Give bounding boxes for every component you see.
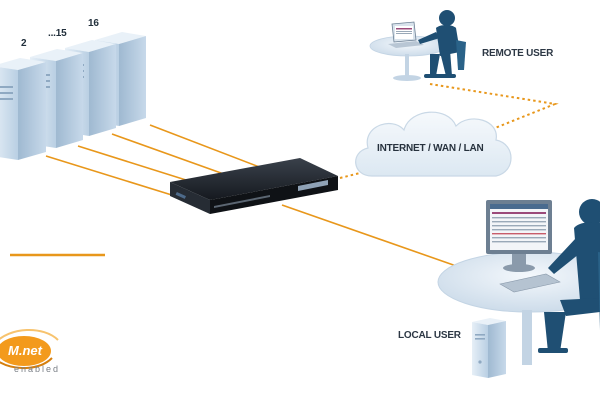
server-tower-icon (0, 58, 46, 160)
local-user-label: LOCAL USER (398, 330, 461, 341)
cable-local-user (281, 204, 463, 269)
local-user-workstation (437, 199, 600, 365)
server-rack-group (0, 32, 146, 160)
monitor-icon (486, 200, 552, 272)
kvm-switch-icon (170, 158, 338, 214)
logo-tagline: enabled (14, 364, 61, 374)
server-label: 2 (21, 38, 27, 49)
cable-server-15 (111, 133, 236, 179)
cable-server-16 (149, 124, 263, 169)
person-at-laptop-icon (418, 10, 466, 78)
cloud-icon (355, 111, 512, 177)
person-at-monitor-icon (538, 199, 600, 353)
logo-badge (0, 328, 59, 370)
remote-user-label: REMOTE USER (482, 48, 554, 59)
cable-server-1 (45, 155, 176, 197)
laptop-icon (388, 21, 424, 48)
keyboard-icon (499, 273, 561, 293)
server-tower-icon (472, 318, 506, 378)
cable-server-2 (77, 145, 206, 187)
server-label: 16 (88, 18, 99, 29)
remote-user-workstation (369, 10, 466, 81)
network-label: INTERNET / WAN / LAN (377, 143, 484, 154)
server-label: ...15 (48, 28, 67, 39)
logo-wordmark: M.net (8, 343, 42, 358)
server-cables (45, 124, 263, 197)
